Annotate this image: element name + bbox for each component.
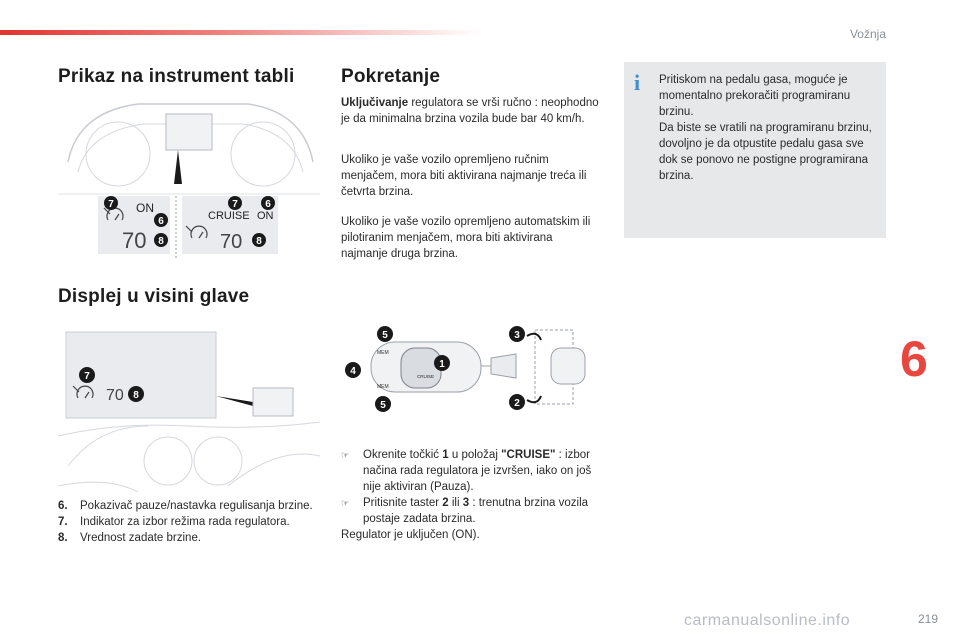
hud-badge-8 (128, 386, 144, 402)
badge-6-right (261, 196, 275, 210)
instrument-cluster-illustration: ON 70 7 6 8 CRUISE ON 70 7 6 8 (58, 103, 320, 258)
badge-8 (154, 233, 168, 247)
badge-2 (509, 394, 525, 410)
badge-4 (345, 362, 361, 378)
legend-item: 6.Pokazivač pauze/nastavka regulisanja b… (58, 500, 313, 512)
watermark: carmanualsonline.info (684, 612, 851, 629)
info-icon: i (634, 70, 641, 95)
badge-7 (104, 196, 118, 210)
svg-text:2: 2 (514, 398, 520, 409)
legend-item: 8.Vrednost zadate brzine. (58, 532, 202, 544)
instrument-title: Prikaz na instrument tabli (58, 66, 295, 87)
step-press-button: ☞ Pritisnite taster 2 ili 3 : trenutna b… (341, 497, 589, 525)
svg-text:7: 7 (232, 199, 238, 210)
on-label: ON (136, 201, 154, 215)
hud-speed-value: 70 (106, 387, 124, 404)
hud-title: Displej u visini glave (58, 286, 250, 307)
svg-text:8: 8 (133, 390, 139, 401)
step-rotate-wheel: ☞ Okrenite točkić 1 u položaj "CRUISE" :… (341, 449, 592, 493)
hud-badge-7 (79, 367, 95, 383)
paragraph-activation: Uključivanje regulatora se vrši ručno : … (341, 97, 599, 125)
paragraph-manual-gearbox: Ukoliko je vaše vozilo opremljeno ručnim… (341, 154, 587, 198)
svg-text:MEM: MEM (377, 350, 389, 356)
svg-text:6: 6 (265, 199, 271, 210)
cruise-gauge-icon-hud (72, 385, 94, 399)
cruise-gauge-icon-right (185, 225, 208, 239)
cruise-control-stalk-illustration: MEM MEM CRUISE 5 1 4 5 3 2 (345, 326, 586, 412)
badge-8-right (252, 233, 266, 247)
head-up-display-illustration: 70 7 8 (58, 331, 320, 492)
badge-1 (434, 355, 450, 371)
info-text-2: Da biste se vratili na programiranu brzi… (659, 122, 872, 182)
svg-text:7: 7 (84, 371, 90, 382)
svg-text:6: 6 (158, 216, 164, 227)
legend-item: 7.Indikator za izbor režima rada regulat… (58, 516, 290, 528)
svg-text:MEM: MEM (377, 384, 389, 390)
badge-3 (509, 326, 525, 342)
section-name: Vožnja (849, 27, 886, 41)
svg-text:1: 1 (439, 359, 445, 370)
status-line: Regulator je uključen (ON). (341, 529, 480, 541)
info-text-1: Pritiskom na pedalu gasa, moguće je mome… (659, 74, 851, 118)
header-accent-bar (0, 30, 480, 35)
svg-text:5: 5 (382, 330, 388, 341)
cruise-label: CRUISE (208, 210, 250, 222)
svg-text:4: 4 (350, 366, 356, 377)
startup-title: Pokretanje (341, 66, 441, 87)
svg-text:5: 5 (380, 400, 386, 411)
instruction-steps: ☞ Okrenite točkić 1 u položaj "CRUISE" :… (341, 447, 601, 543)
on-label-right: ON (257, 210, 274, 222)
page-number: 219 (917, 612, 938, 626)
badge-5-top (377, 326, 393, 342)
legend-list: 6.Pokazivač pauze/nastavka regulisanja b… (58, 498, 320, 546)
badge-7-right (228, 196, 242, 210)
svg-text:8: 8 (256, 236, 262, 247)
bullet-icon: ☞ (341, 450, 350, 460)
speed-value-left: 70 (122, 228, 146, 253)
badge-5-bottom (375, 396, 391, 412)
svg-text:CRUISE: CRUISE (417, 374, 434, 379)
badge-6 (154, 213, 168, 227)
bullet-icon: ☞ (341, 498, 350, 508)
svg-text:3: 3 (514, 330, 520, 341)
svg-text:7: 7 (108, 199, 114, 210)
info-box: i Pritiskom na pedalu gasa, moguće je mo… (624, 62, 886, 238)
svg-text:8: 8 (158, 236, 164, 247)
speed-value-right: 70 (220, 231, 242, 253)
chapter-number: 6 (900, 331, 928, 387)
paragraph-automatic-gearbox: Ukoliko je vaše vozilo opremljeno automa… (341, 216, 591, 260)
